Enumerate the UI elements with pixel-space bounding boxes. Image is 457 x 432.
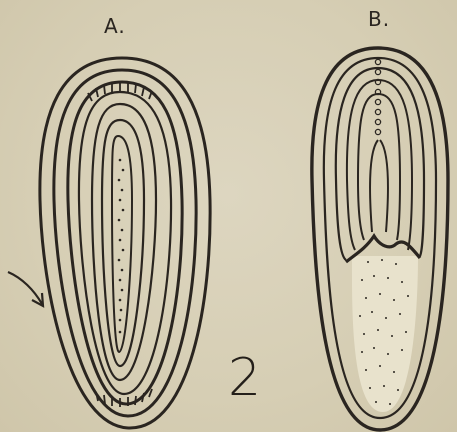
- panel-b-band-2: [347, 80, 378, 250]
- panel-a-label: A.: [104, 14, 126, 38]
- panel-b-inner-cone: [370, 140, 388, 232]
- panel-b-label: B.: [368, 7, 390, 31]
- panel-a-core-dots: [118, 159, 125, 334]
- figure-number: 2: [228, 348, 261, 408]
- panel-a-inner-loop-2: [102, 120, 144, 366]
- panel-b-band-3: [358, 94, 378, 240]
- panel-b-band-2r: [378, 80, 412, 250]
- panel-b-band-3r: [378, 94, 400, 240]
- panel-a-inner-loop-3: [112, 136, 132, 352]
- panel-b-drawing: [312, 48, 448, 430]
- panel-a-arrow: [8, 272, 42, 304]
- panel-b-axis-dots: [375, 59, 380, 134]
- panel-a-drawing: [8, 58, 210, 428]
